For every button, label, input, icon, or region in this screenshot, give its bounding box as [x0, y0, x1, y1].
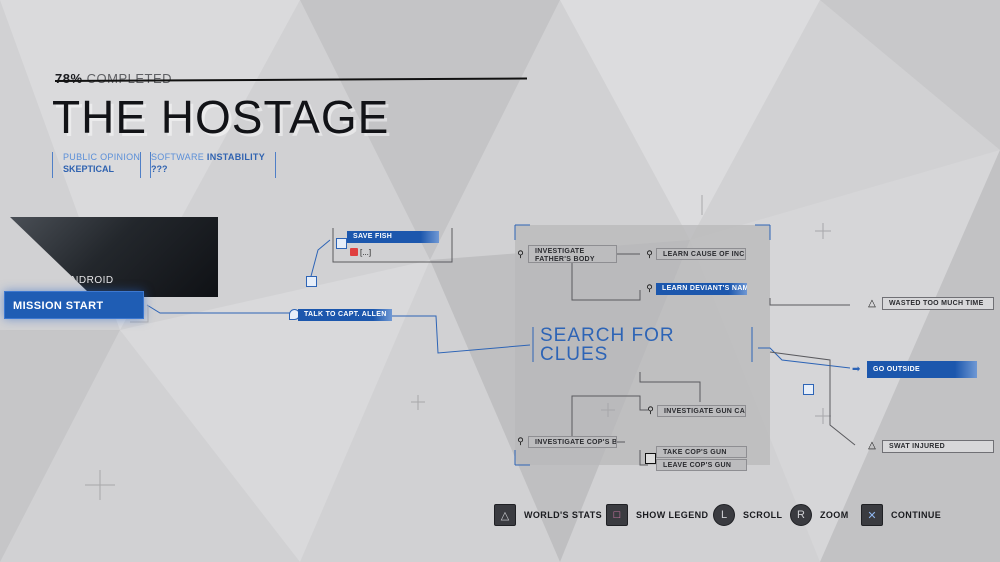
zoom-button[interactable]: R ZOOM — [790, 504, 849, 526]
worlds-stats-button[interactable]: △ WORLD'S STATS — [494, 504, 602, 526]
show-legend-label: SHOW LEGEND — [636, 510, 709, 520]
investigate-gun-case-node[interactable]: INVESTIGATE GUN CASE — [657, 405, 746, 417]
magnifier-icon: ⚲ — [517, 249, 524, 259]
continue-button[interactable]: ✕ CONTINUE — [861, 504, 942, 526]
public-opinion-value: SKEPTICAL — [63, 164, 115, 174]
investigate-cop-node[interactable]: INVESTIGATE COP'S BODY — [528, 436, 617, 448]
unknown-choice[interactable]: [...] — [360, 248, 372, 257]
software-label-light: SOFTWARE — [151, 152, 205, 162]
search-clues-objective[interactable]: SEARCH FOR CLUES — [540, 325, 675, 365]
swat-injured-node[interactable]: SWAT INJURED — [882, 440, 994, 453]
choice-icon — [645, 453, 656, 464]
choice-icon — [803, 384, 814, 395]
triangle-button-icon: △ — [494, 504, 516, 526]
learn-deviant-node[interactable]: LEARN DEVIANT'S NAME — [656, 283, 747, 295]
continue-label: CONTINUE — [891, 510, 942, 520]
triangle-icon: △ — [868, 440, 876, 451]
public-opinion-stat: PUBLIC OPINION SKEPTICAL — [52, 152, 152, 178]
mission-start-node[interactable]: MISSION START — [4, 291, 144, 319]
completion-percent: 78% — [55, 71, 83, 86]
investigate-father-node[interactable]: INVESTIGATE FATHER'S BODY — [528, 245, 617, 263]
magnifier-icon: ⚲ — [646, 249, 653, 259]
magnifier-icon: ⚲ — [647, 405, 654, 415]
magnifier-icon: ⚲ — [517, 436, 524, 446]
wasted-time-node[interactable]: WASTED TOO MUCH TIME — [882, 297, 994, 310]
software-instability-stat: SOFTWARE INSTABILITY ??? — [140, 152, 277, 178]
magnifier-icon: ⚲ — [646, 283, 653, 293]
completed-label: COMPLETED — [86, 71, 173, 86]
leave-gun-node[interactable]: LEAVE COP'S GUN — [656, 459, 747, 471]
completion-status: 78% COMPLETED — [55, 71, 172, 86]
scroll-button[interactable]: L SCROLL — [713, 504, 783, 526]
right-stick-icon: R — [790, 504, 812, 526]
software-instability-label: SOFTWARE INSTABILITY — [151, 152, 265, 162]
triangle-icon: △ — [868, 298, 876, 309]
talk-to-captain-node[interactable]: TALK TO CAPT. ALLEN — [298, 309, 392, 321]
save-fish-node[interactable]: SAVE FISH — [347, 231, 439, 243]
left-stick-icon: L — [713, 504, 735, 526]
zoom-label: ZOOM — [820, 510, 849, 520]
cross-button-icon: ✕ — [861, 504, 883, 526]
choice-icon — [306, 276, 317, 287]
android-badge: ANDROID — [64, 275, 114, 286]
public-opinion-label: PUBLIC OPINION — [63, 152, 141, 162]
go-outside-node[interactable]: GO OUTSIDE — [867, 361, 977, 378]
lock-icon — [350, 248, 358, 256]
chapter-title: THE HOSTAGE — [52, 91, 390, 143]
software-instability-value: ??? — [151, 164, 168, 174]
scroll-label: SCROLL — [743, 510, 783, 520]
learn-cause-node[interactable]: LEARN CAUSE OF INCIDENT — [656, 248, 746, 260]
arrow-icon: ➡ — [852, 364, 861, 375]
show-legend-button[interactable]: □ SHOW LEGEND — [606, 504, 709, 526]
choice-icon — [336, 238, 347, 249]
worlds-stats-label: WORLD'S STATS — [524, 510, 602, 520]
take-gun-node[interactable]: TAKE COP'S GUN — [656, 446, 747, 458]
square-button-icon: □ — [606, 504, 628, 526]
software-label-bold: INSTABILITY — [206, 152, 266, 162]
